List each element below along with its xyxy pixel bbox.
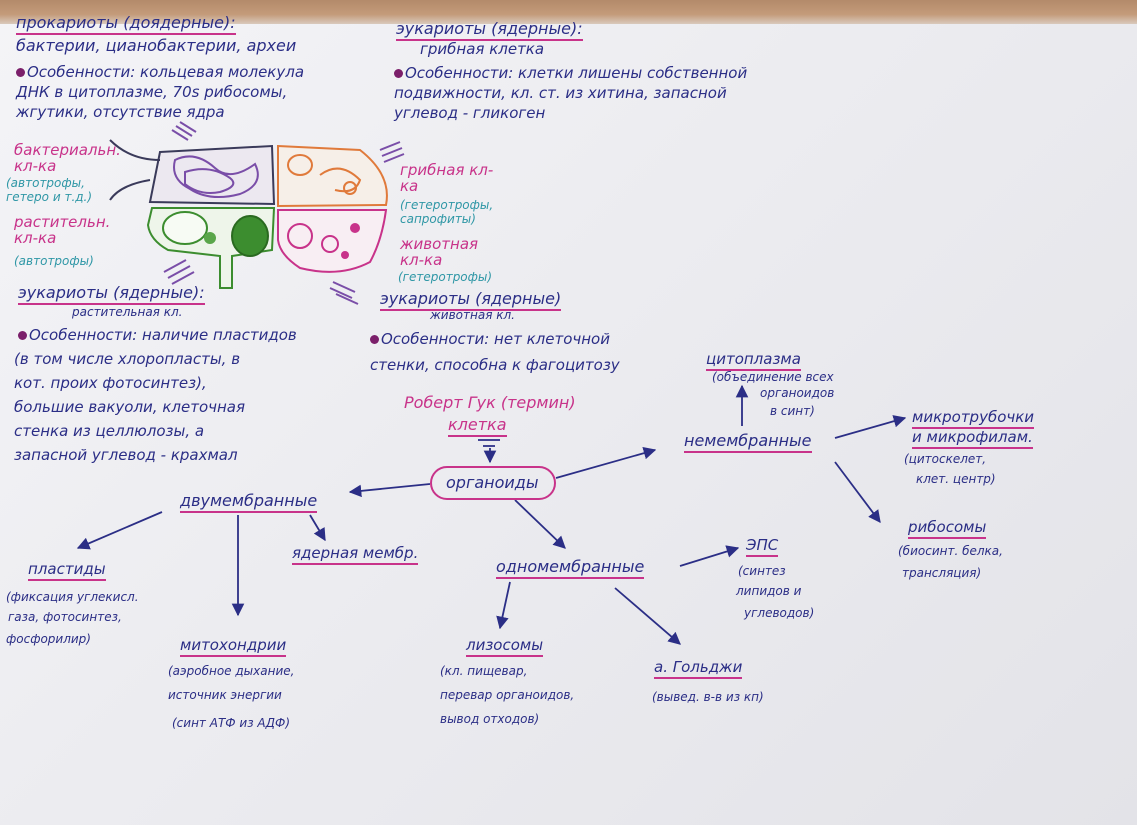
non-membrane-label: немембранные [684, 432, 812, 453]
bacterial-cell-label: бактериальн. кл-ка [14, 141, 121, 175]
organoids-label: органоиды [446, 473, 539, 492]
concept-arrows [76, 384, 907, 645]
animal-feature-line: Особенности: нет клеточной [370, 330, 610, 348]
eps-note: липидов и [736, 584, 802, 598]
eukaryotes-animal-title: эукариоты (ядерные) [380, 290, 562, 311]
eps-note: углеводов) [744, 606, 815, 620]
microtubules-note: клет. центр) [916, 472, 996, 486]
animal-feature-line: стенки, способна к фагоцитозу [370, 356, 620, 374]
bullet-icon [16, 68, 25, 77]
cytoplasm-label: цитоплазма [706, 350, 801, 371]
bullet-icon [394, 69, 403, 78]
plant-cell-label: растительн. кл-ка [14, 213, 111, 247]
fungi-feature-line: подвижности, кл. ст. из хитина, запасной [394, 84, 727, 102]
animal-cell-drawing [277, 209, 388, 273]
mitochondria-note: (синт АТФ из АДФ) [172, 716, 291, 730]
bullet-icon [370, 335, 379, 344]
animal-cell-label: животная кл-ка [400, 235, 479, 269]
prokaryotes-feature-line: ДНК в цитоплазме, 70s рибосомы, [16, 83, 288, 101]
microtubules-label: микротрубочки [912, 408, 1035, 429]
eukaryotes-fungi-subtitle: грибная клетка [420, 40, 545, 58]
bullet-icon [18, 331, 27, 340]
mitochondria-label: митохондрии [180, 636, 287, 657]
plant-feature-line: (в том числе хлоропласты, в [14, 350, 241, 368]
desk-edge [0, 0, 1137, 24]
cytoplasm-note: органоидов [760, 386, 835, 400]
double-membrane-label: двумембранные [180, 492, 318, 513]
plastids-label: пластиды [28, 560, 106, 581]
eps-note: (синтез [738, 564, 786, 578]
lysosomes-note: (кл. пищевар, [440, 664, 528, 678]
plant-feature-line: большие вакуоли, клеточная [14, 398, 246, 416]
pointer-hatch-marks [163, 121, 405, 305]
mitochondria-note: источник энергии [168, 688, 282, 702]
ribosomes-note: (биосинт. белка, [898, 544, 1003, 558]
bacterial-cell-type: (автотрофы, гетеро и т.д.) [6, 176, 93, 204]
fungal-cell-label: грибная кл-ка [400, 161, 494, 195]
bacterial-cell-drawing [109, 139, 276, 206]
fungal-cell-drawing [277, 144, 388, 208]
cell-label: клетка [448, 416, 507, 437]
fungi-feature-line: углевод - гликоген [394, 104, 546, 122]
golgi-note: (вывед. в-в из кп) [652, 690, 764, 704]
single-membrane-label: одномембранные [496, 558, 645, 579]
ribosomes-note: трансляция) [902, 566, 982, 580]
organoids-oval [430, 466, 556, 500]
plant-feature-line: Особенности: наличие пластидов [18, 326, 297, 344]
plastids-note: газа, фотосинтез, [8, 610, 122, 624]
plant-feature-line: кот. проих фотосинтез), [14, 374, 207, 392]
eps-label: ЭПС [746, 536, 779, 557]
animal-cell-type: (гетеротрофы) [398, 270, 493, 284]
plastids-note: (фиксация углекисл. [6, 590, 139, 604]
prokaryotes-examples: бактерии, цианобактерии, археи [16, 36, 297, 55]
plant-feature-line: запасной углевод - крахмал [14, 446, 238, 464]
cytoplasm-note: (объединение всех [712, 370, 834, 384]
lysosomes-note: вывод отходов) [440, 712, 540, 726]
microtubules-note: (цитоскелет, [904, 452, 987, 466]
nuclear-membrane-label: ядерная мембр. [292, 544, 419, 565]
eukaryotes-plant-title: эукариоты (ядерные): [18, 284, 205, 305]
microfilaments-label: и микрофилам. [912, 428, 1033, 449]
cytoplasm-note: в синт) [770, 404, 815, 418]
plant-feature-line: стенка из целлюлозы, а [14, 422, 205, 440]
lysosomes-note: перевар органоидов, [440, 688, 575, 702]
eukaryotes-fungi-title: эукариоты (ядерные): [396, 20, 583, 41]
ribosomes-label: рибосомы [908, 518, 987, 539]
eukaryotes-plant-subtitle: растительная кл. [72, 305, 183, 319]
prokaryotes-title: прокариоты (доядерные): [16, 14, 236, 35]
plant-cell-drawing [146, 207, 276, 289]
eukaryotes-animal-subtitle: животная кл. [430, 308, 515, 322]
fungi-feature-line: Особенности: клетки лишены собственной [394, 64, 747, 82]
prokaryotes-feature-line: жгутики, отсутствие ядра [16, 103, 225, 121]
plant-cell-type: (автотрофы) [14, 254, 94, 268]
author-label: Роберт Гук (термин) [404, 393, 576, 412]
prokaryotes-feature-line: Особенности: кольцевая молекула [16, 63, 304, 81]
golgi-label: а. Гольджи [654, 658, 743, 679]
lysosomes-label: лизосомы [466, 636, 544, 657]
plastids-note: фосфорилир) [6, 632, 91, 646]
fungal-cell-type: (гетеротрофы, сапрофиты) [400, 198, 494, 226]
mitochondria-note: (аэробное дыхание, [168, 664, 295, 678]
